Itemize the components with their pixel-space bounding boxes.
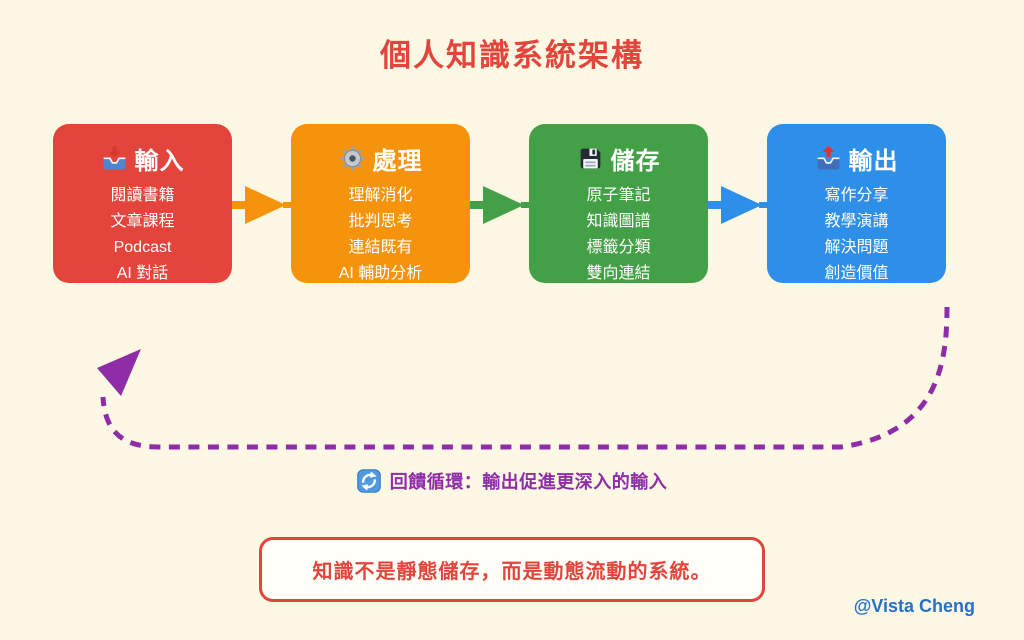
stage-title-label: 輸入: [134, 148, 185, 175]
stage-title: 儲存: [529, 141, 708, 176]
stage-item: 原子筆記: [586, 187, 651, 204]
stage-title-label: 處理: [372, 148, 423, 175]
stage-item: 雙向連結: [586, 265, 651, 282]
statement-box: 知識不是靜態儲存，而是動態流動的系統。: [259, 537, 765, 602]
statement-text: 知識不是靜態儲存，而是動態流動的系統。: [312, 561, 712, 583]
stage-title: 處理: [291, 141, 470, 176]
stage-item: 連結既有: [348, 239, 413, 256]
inbox-tray-icon: [101, 145, 128, 172]
stage-item: 教學演講: [824, 213, 889, 230]
flow-arrow: [708, 186, 767, 224]
cycle-icon: [356, 469, 381, 493]
stage-item: 創造價值: [824, 265, 889, 282]
floppy-disk-icon: [577, 145, 604, 172]
stage-item-list: 理解消化 批判思考 連結既有 AI 輔助分析: [291, 183, 470, 287]
stage-item: 文章課程: [110, 213, 175, 230]
stage-title: 輸入: [53, 141, 232, 176]
feedback-arrowhead: [97, 349, 141, 396]
stage-item: 閱讀書籍: [110, 187, 175, 204]
feedback-dashed-path: [100, 306, 950, 450]
stage-item: AI 輔助分析: [338, 265, 423, 282]
stage-item: 解決問題: [824, 239, 889, 256]
stage-item: Podcast: [113, 239, 172, 256]
stage-title: 輸出: [767, 141, 946, 176]
flow-arrow: [232, 186, 291, 224]
gear-icon: [339, 145, 366, 172]
feedback-caption: 回饋循環：輸出促進更深入的輸入: [0, 468, 1024, 494]
stage-box-process: 處理 理解消化 批判思考 連結既有 AI 輔助分析: [291, 124, 470, 283]
stage-item: 寫作分享: [824, 187, 889, 204]
outbox-tray-icon: [815, 145, 842, 172]
stage-title-label: 輸出: [848, 148, 899, 175]
stage-box-store: 儲存 原子筆記 知識圖譜 標籤分類 雙向連結: [529, 124, 708, 283]
feedback-loop-curve: [97, 306, 950, 450]
feedback-label: 回饋循環：輸出促進更深入的輸入: [389, 472, 668, 492]
stage-item: 知識圖譜: [586, 213, 651, 230]
stage-item-list: 寫作分享 教學演講 解決問題 創造價值: [767, 183, 946, 287]
stage-item-list: 閱讀書籍 文章課程 Podcast AI 對話: [53, 183, 232, 287]
stage-box-input: 輸入 閱讀書籍 文章課程 Podcast AI 對話: [53, 124, 232, 283]
stage-item: 標籤分類: [586, 239, 651, 256]
flow-arrow: [470, 186, 529, 224]
stage-item: 理解消化: [348, 187, 413, 204]
credit-text: @Vista Cheng: [853, 596, 975, 616]
stage-box-output: 輸出 寫作分享 教學演講 解決問題 創造價值: [767, 124, 946, 283]
page-title: 個人知識系統架構: [380, 38, 644, 73]
stage-item: AI 對話: [116, 265, 169, 282]
stage-item-list: 原子筆記 知識圖譜 標籤分類 雙向連結: [529, 183, 708, 287]
stage-item: 批判思考: [348, 213, 413, 230]
stage-title-label: 儲存: [610, 148, 661, 175]
